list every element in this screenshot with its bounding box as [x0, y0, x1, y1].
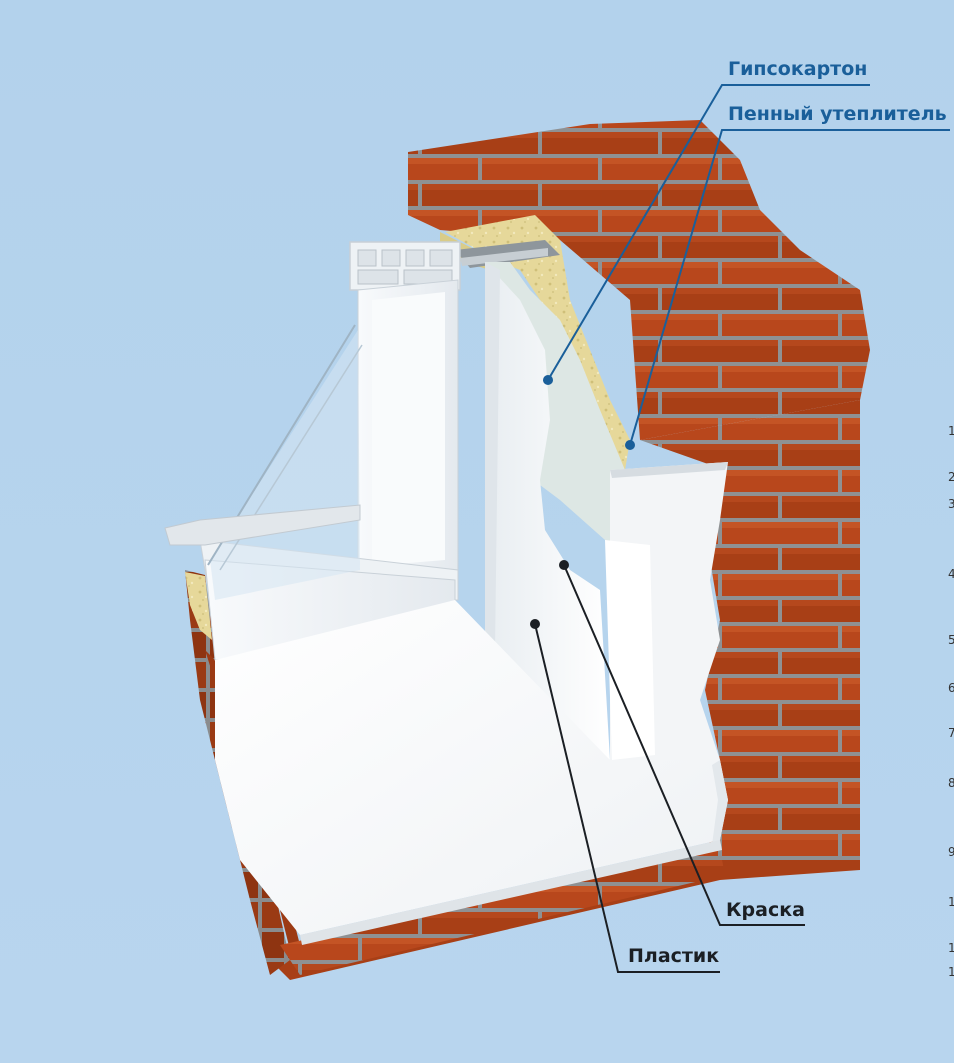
edge-number: 1 [948, 965, 954, 979]
callout-leaders [530, 84, 950, 973]
label-foam: Пенный утеплитель [728, 103, 947, 125]
edge-number: 9 [948, 845, 954, 859]
window-sash [164, 279, 459, 661]
edge-number: 2 [948, 470, 954, 484]
edge-number: 7 [948, 726, 954, 740]
plastic-trim [605, 462, 728, 760]
edge-number: 6 [948, 681, 954, 695]
edge-number: 1 [948, 895, 954, 909]
edge-number: 3 [948, 497, 954, 511]
edge-number: 8 [948, 776, 954, 790]
edge-number: 4 [948, 567, 954, 581]
metal-profile-light [460, 248, 548, 266]
label-plastic: Пластик [628, 945, 720, 967]
leader-dot-paint [559, 560, 569, 570]
painted-slope [485, 262, 610, 760]
leader-plastic [534, 623, 720, 973]
label-gypsum: Гипсокартон [728, 58, 868, 80]
edge-number: 1 [948, 424, 954, 438]
edge-number: 5 [948, 633, 954, 647]
leader-dot-plastic [530, 619, 540, 629]
window-frame-profile [349, 241, 461, 291]
edge-number: 1 [948, 941, 954, 955]
leader-paint [563, 564, 805, 926]
plastic-window-sill [215, 600, 728, 945]
brick-wall [185, 120, 870, 980]
leader-dot-foam [625, 440, 635, 450]
leader-gypsum [547, 84, 870, 381]
leader-dot-gypsum [543, 375, 553, 385]
leader-foam [629, 129, 950, 446]
label-paint: Краска [726, 899, 805, 921]
